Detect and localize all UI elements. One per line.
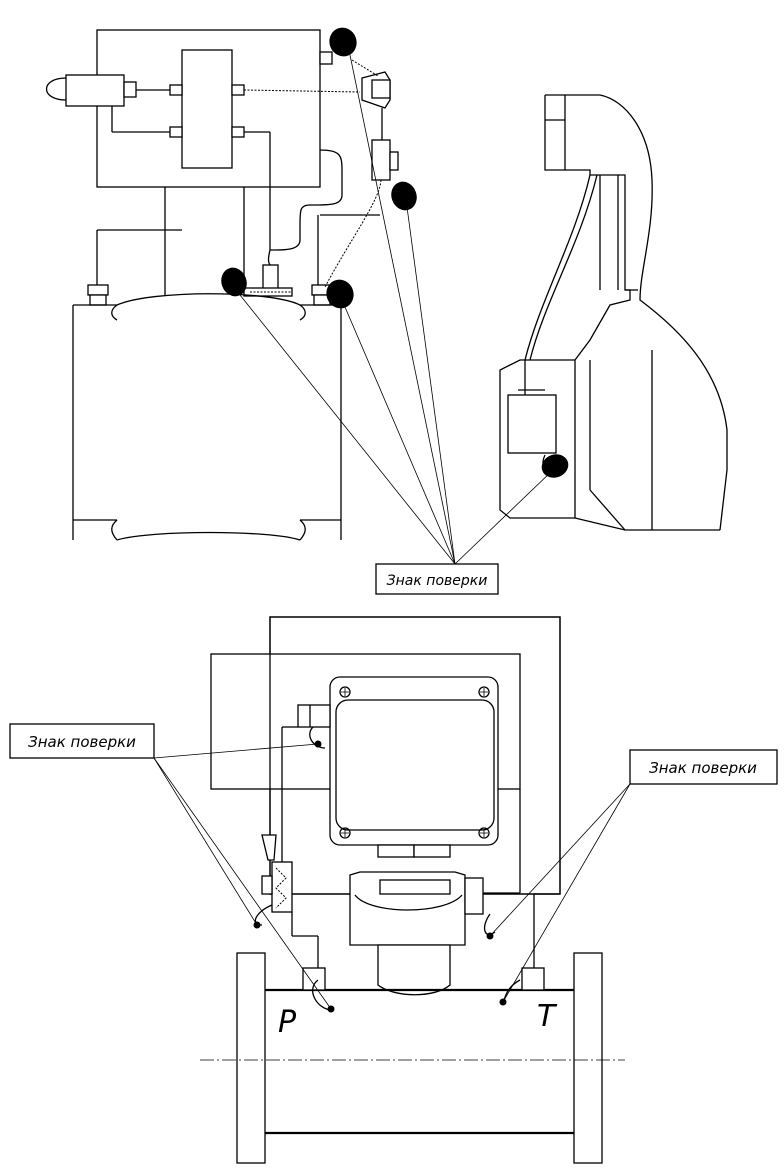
leader-lines-top <box>239 54 554 565</box>
top-side-view <box>499 94 728 531</box>
seal-right-bottom <box>326 279 354 309</box>
seal-left-bottom <box>221 267 247 297</box>
seal-mark-text-right: Знак поверки <box>649 759 757 777</box>
seal-mark-label-top: Знак поверки <box>375 563 499 595</box>
seal-side-view <box>541 454 569 478</box>
seal-mark-label-left: Знак поверки <box>9 723 332 1010</box>
seal-mark-text-left: Знак поверки <box>28 733 136 751</box>
port-p-label: P <box>278 1005 297 1040</box>
seal-top-right <box>329 27 357 57</box>
bottom-front-view: P T Знак поверки Знак поверки <box>9 616 778 1164</box>
seal-right-mid <box>391 181 417 211</box>
seal-mark-label-right: Знак поверки <box>489 749 778 1003</box>
seal-mark-text-top: Знак поверки <box>387 573 488 589</box>
top-front-view <box>46 27 554 565</box>
port-t-label: T <box>537 999 558 1034</box>
screw-icons <box>339 686 490 839</box>
